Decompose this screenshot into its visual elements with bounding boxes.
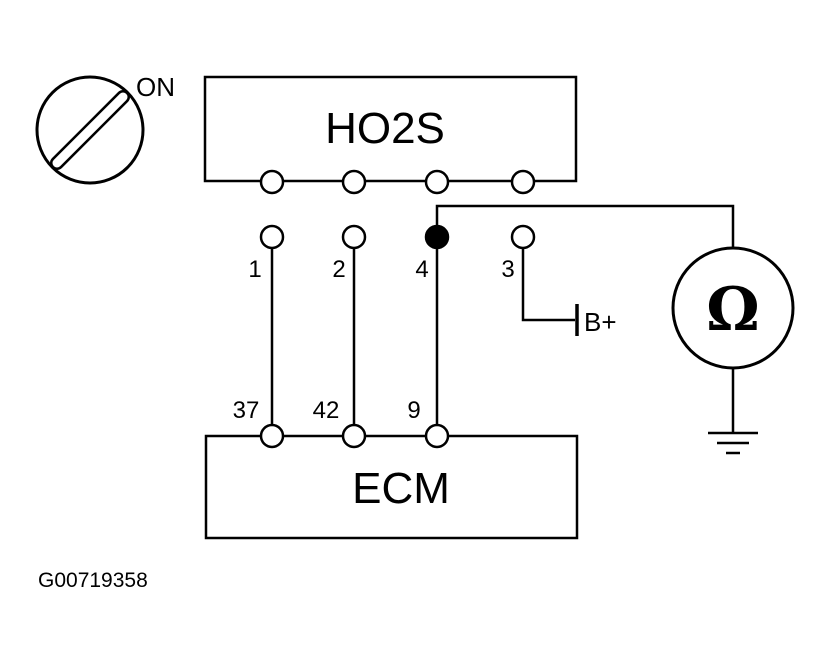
- sensor-terminal-4: [424, 169, 450, 195]
- figure-code: G00719358: [38, 569, 148, 592]
- harness-pin-3: [510, 224, 536, 250]
- ohm-symbol: Ω: [706, 275, 759, 345]
- harness-pin-label-3: 3: [501, 256, 514, 283]
- ho2s-sensor-label: HO2S: [325, 104, 445, 153]
- harness-pin-label-4: 4: [415, 256, 428, 283]
- ecm-pin-label-37: 37: [233, 397, 260, 424]
- ecm-terminal-37: [259, 423, 285, 449]
- probe-lead-wire: [435, 204, 735, 248]
- ecm-pin-label-42: 42: [313, 397, 340, 424]
- wire-3-battery: [521, 248, 575, 322]
- harness-pin-4-probe-point: [424, 224, 450, 250]
- ho2s-sensor-box: [203, 75, 578, 183]
- ecm-terminal-9: [424, 423, 450, 449]
- ecm-terminal-42: [341, 423, 367, 449]
- ignition-on-label: ON: [136, 72, 175, 102]
- harness-pin-2: [341, 224, 367, 250]
- ignition-switch-icon: [35, 75, 145, 185]
- harness-pin-1: [259, 224, 285, 250]
- battery-positive-label: B+: [584, 307, 617, 337]
- ohmmeter-icon: Ω: [671, 246, 795, 370]
- harness-pin-label-2: 2: [332, 256, 345, 283]
- ecm-box: [204, 434, 579, 540]
- sensor-terminal-1: [259, 169, 285, 195]
- sensor-terminal-3: [510, 169, 536, 195]
- ecm-label: ECM: [352, 464, 450, 513]
- sensor-terminal-2: [341, 169, 367, 195]
- ecm-pin-label-9: 9: [407, 397, 420, 424]
- harness-pin-label-1: 1: [248, 256, 261, 283]
- ground-symbol-icon: [708, 431, 758, 455]
